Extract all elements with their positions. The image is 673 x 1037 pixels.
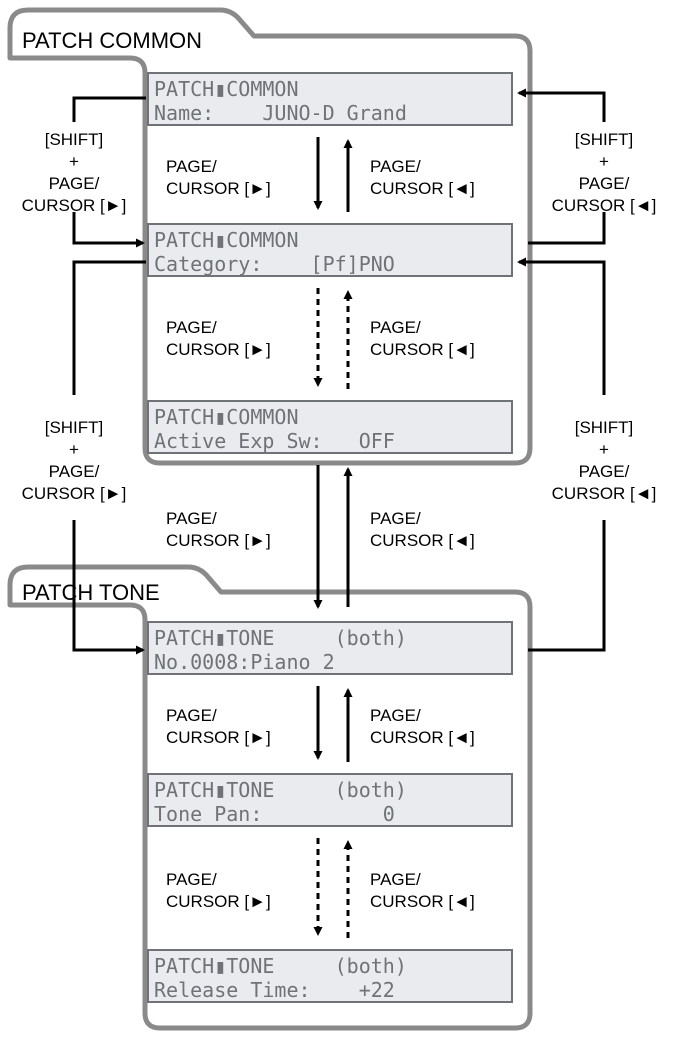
lcd-line-2: Tone Pan: 0 [154, 802, 395, 826]
label-page-prev-3: PAGE/ [370, 509, 421, 528]
lcd-line-2: Active Exp Sw: OFF [154, 429, 395, 453]
label-shift-right-bottom-3: PAGE/ [579, 462, 630, 481]
lcd-line-1: PATCH▮COMMON [154, 405, 299, 429]
label-page-prev-5: PAGE/ [370, 870, 421, 889]
label-page-next-2: PAGE/ [166, 318, 217, 337]
label-cursor-next-2: CURSOR [►] [166, 340, 271, 359]
shift-jump-arrow-left-top-end [72, 212, 145, 248]
label-shift-left-bottom-1: [SHIFT] [45, 418, 104, 437]
shift-jump-arrow-right-bottom [517, 257, 606, 395]
lcd-line-1: PATCH▮TONE (both) [154, 778, 407, 802]
label-cursor-next-1: CURSOR [►] [166, 179, 271, 198]
label-shift-right-top-3: PAGE/ [579, 174, 630, 193]
label-shift-left-top-2: + [69, 152, 79, 171]
label-page-next-3: PAGE/ [166, 509, 217, 528]
shift-jump-arrow-right-top [517, 88, 606, 122]
lcd-line-1: PATCH▮COMMON [154, 228, 299, 252]
shift-jump-arrow-left-top [72, 96, 146, 122]
label-shift-left-top-4: CURSOR [►] [22, 196, 127, 215]
lcd-screen-tone-number: PATCH▮TONE (both) No.0008:Piano 2 [147, 621, 513, 675]
label-shift-left-top-1: [SHIFT] [45, 130, 104, 149]
label-cursor-prev-3: CURSOR [◄] [370, 531, 475, 550]
label-shift-left-bottom-3: PAGE/ [49, 462, 100, 481]
lcd-line-1: PATCH▮TONE (both) [154, 626, 407, 650]
label-cursor-next-4: CURSOR [►] [166, 728, 271, 747]
label-cursor-next-5: CURSOR [►] [166, 892, 271, 911]
lcd-line-1: PATCH▮TONE (both) [154, 954, 407, 978]
label-page-next-1: PAGE/ [166, 157, 217, 176]
lcd-screen-category: PATCH▮COMMON Category: [Pf]PNO [147, 223, 513, 277]
label-shift-right-top-4: CURSOR [◄] [552, 196, 657, 215]
patch-common-frame: PATCH COMMON [7, 7, 533, 466]
label-page-prev-2: PAGE/ [370, 318, 421, 337]
shift-jump-arrow-left-bottom [72, 260, 146, 395]
lcd-line-2: Name: JUNO-D Grand [154, 101, 407, 125]
shift-jump-arrow-right-top-start [528, 212, 606, 245]
label-shift-left-bottom-2: + [69, 440, 79, 459]
label-cursor-prev-2: CURSOR [◄] [370, 340, 475, 359]
label-page-prev-4: PAGE/ [370, 706, 421, 725]
shift-jump-arrow-right-bottom-start [528, 520, 606, 652]
patch-tone-frame: PATCH TONE [7, 564, 533, 1031]
lcd-screen-release-time: PATCH▮TONE (both) Release Time: +22 [147, 949, 513, 1003]
label-shift-left-top-3: PAGE/ [49, 174, 100, 193]
shift-jump-arrow-left-bottom-end [72, 520, 145, 655]
label-page-next-5: PAGE/ [166, 870, 217, 889]
label-shift-right-top-2: + [599, 152, 609, 171]
label-page-next-4: PAGE/ [166, 706, 217, 725]
label-cursor-prev-4: CURSOR [◄] [370, 728, 475, 747]
lcd-line-2: Release Time: +22 [154, 978, 395, 1002]
label-shift-right-top-1: [SHIFT] [575, 130, 634, 149]
lcd-line-2: No.0008:Piano 2 [154, 650, 335, 674]
patch-tone-tab-label: PATCH TONE [22, 580, 160, 605]
lcd-screen-tone-pan: PATCH▮TONE (both) Tone Pan: 0 [147, 773, 513, 827]
label-page-prev-1: PAGE/ [370, 157, 421, 176]
label-cursor-prev-1: CURSOR [◄] [370, 179, 475, 198]
lcd-screen-active-exp-sw: PATCH▮COMMON Active Exp Sw: OFF [147, 400, 513, 454]
patch-common-tab-label: PATCH COMMON [22, 28, 202, 53]
lcd-line-1: PATCH▮COMMON [154, 77, 299, 101]
label-shift-right-bottom-4: CURSOR [◄] [552, 484, 657, 503]
lcd-line-2: Category: [Pf]PNO [154, 252, 395, 276]
lcd-screen-name: PATCH▮COMMON Name: JUNO-D Grand [147, 72, 513, 126]
label-shift-right-bottom-1: [SHIFT] [575, 418, 634, 437]
label-shift-right-bottom-2: + [599, 440, 609, 459]
label-cursor-prev-5: CURSOR [◄] [370, 892, 475, 911]
label-cursor-next-3: CURSOR [►] [166, 531, 271, 550]
label-shift-left-bottom-4: CURSOR [►] [22, 484, 127, 503]
